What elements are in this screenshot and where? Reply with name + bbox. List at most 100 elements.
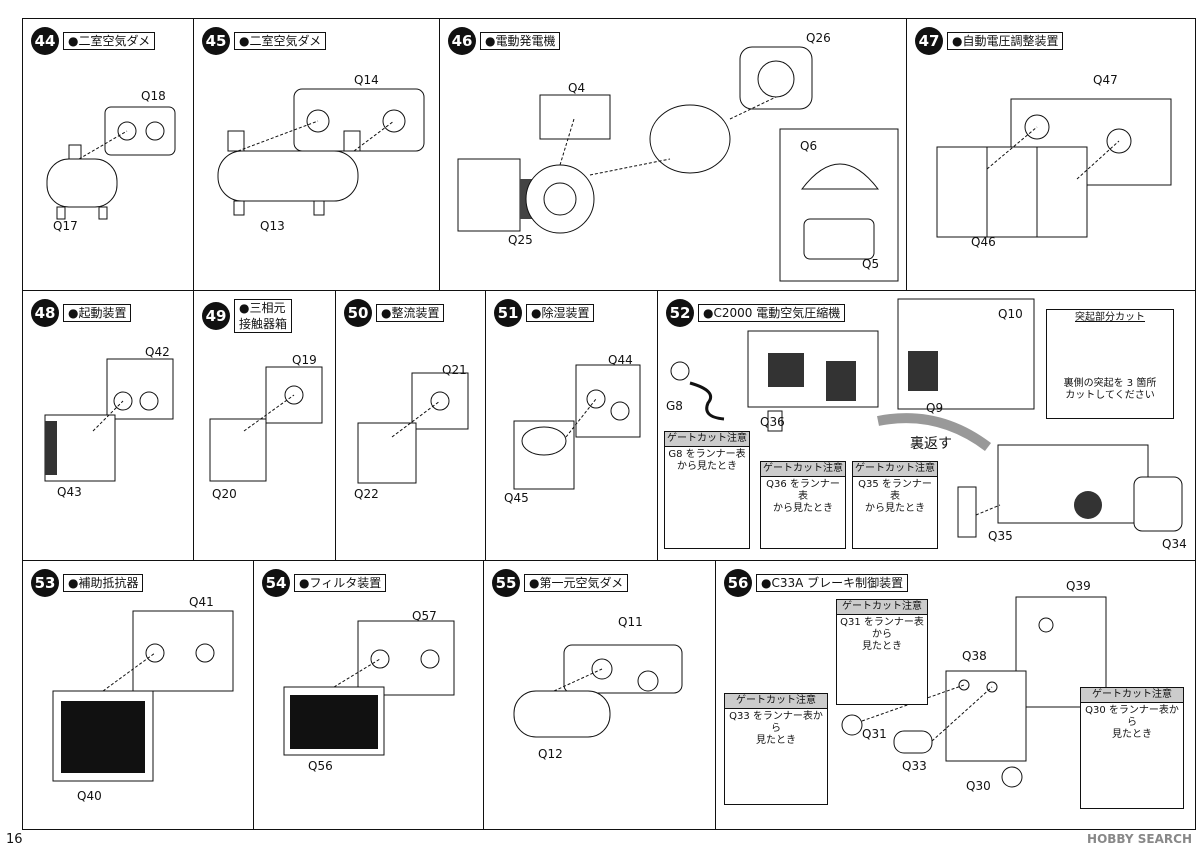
part-label-q12: Q12 [538,747,563,761]
step-title: ●電動発電機 [480,32,561,50]
step-48-panel: 48 ●起動装置 Q42 Q43 [22,290,195,562]
part-label-q26: Q26 [806,31,831,45]
step-number-badge: 44 [31,27,59,55]
part-label-q42: Q42 [145,345,170,359]
part-label-q46: Q46 [971,235,996,249]
step-number-badge: 51 [494,299,522,327]
step-55-header: 55 ●第一元空気ダメ [492,569,629,597]
step-title: ●自動電圧調整装置 [947,32,1064,50]
part-label-q30: Q30 [966,779,991,793]
note-heading: ゲートカット注意 [1081,688,1183,703]
part-label-q21: Q21 [442,363,467,377]
note-heading: ゲートカット注意 [837,600,927,615]
page-number: 16 [6,832,23,847]
step-53-header: 53 ●補助抵抗器 [31,569,144,597]
note-body: G8 をランナー表 から見たとき [668,449,746,472]
cut-note-text: 裏側の突起を 3 箇所 カットしてください [1063,378,1157,401]
step-title: ●二室空気ダメ [63,32,156,50]
part-label-q56: Q56 [308,759,333,773]
part-label-q14: Q14 [354,73,379,87]
part-label-q33: Q33 [902,759,927,773]
step-title: ●整流装置 [376,304,445,322]
note-heading: ゲートカット注意 [725,694,827,709]
part-label-q5: Q5 [862,257,880,271]
step-title: ●二室空気ダメ [234,32,327,50]
step-title: ●第一元空気ダメ [524,574,629,592]
step-number-badge: 49 [202,302,230,330]
part-label-q36: Q36 [760,415,785,429]
dehumidifier-illustration [513,364,641,490]
part-label-q20: Q20 [212,487,237,501]
part-label-q13: Q13 [260,219,285,233]
note-body: Q36 をランナー表 から見たとき [766,479,840,514]
part-label-q4: Q4 [568,81,586,95]
part-label-q38: Q38 [962,649,987,663]
step-title: ●C2000 電動空気圧縮機 [698,304,846,322]
air-tank-illustration [46,106,176,220]
step-number-badge: 46 [448,27,476,55]
step-49-panel: 49 ●三相元 接触器箱 Q19 Q20 [193,290,337,562]
note-body: Q30 をランナー表から 見たとき [1085,705,1179,740]
step-47-header: 47 ●自動電圧調整装置 [915,27,1064,55]
step-number-badge: 55 [492,569,520,597]
filter-illustration [283,620,455,756]
flip-instruction: 裏返す [910,436,952,452]
gate-cut-note-q30: ゲートカット注意 Q30 をランナー表から 見たとき [1080,687,1184,809]
step-54-header: 54 ●フィルタ装置 [262,569,387,597]
gate-cut-note-q36: ゲートカット注意 Q36 をランナー表 から見たとき [760,461,846,549]
step-49-header: 49 ●三相元 接触器箱 [202,299,293,333]
starter-illustration [44,358,174,482]
step-number-badge: 50 [344,299,372,327]
motor-generator-illustration [457,46,899,282]
note-body: Q35 をランナー表 から見たとき [858,479,932,514]
note-body: Q33 をランナー表から 見たとき [729,711,823,746]
step-46-header: 46 ●電動発電機 [448,27,561,55]
cut-protrusion-note: 突起部分カット 裏側の突起を 3 箇所 カットしてください [1046,309,1174,419]
rectifier-illustration [357,372,469,484]
part-label-q35: Q35 [988,529,1013,543]
step-47-panel: 47 ●自動電圧調整装置 Q47 Q46 [906,18,1196,292]
part-label-q47: Q47 [1093,73,1118,87]
part-label-q31: Q31 [862,727,887,741]
step-45-panel: 45 ●二室空気ダメ Q14 Q13 [193,18,441,292]
air-tank-illustration [217,88,425,216]
step-title: ●C33A ブレーキ制御装置 [756,574,909,592]
part-label-q10: Q10 [998,307,1023,321]
part-label-q41: Q41 [189,595,214,609]
part-label-q9: Q9 [926,401,944,415]
part-label-q39: Q39 [1066,579,1091,593]
step-50-header: 50 ●整流装置 [344,299,445,327]
step-title: ●フィルタ装置 [294,574,387,592]
step-52-panel: 52 ●C2000 電動空気圧縮機 Q10 Q9 G8 Q36 Q35 Q34 … [657,290,1196,562]
contactor-box-illustration [209,366,323,482]
part-label-q19: Q19 [292,353,317,367]
compressor-illustration [670,298,1183,538]
step-44-panel: 44 ●二室空気ダメ Q18 Q17 [22,18,195,292]
step-number-badge: 45 [202,27,230,55]
step-number-badge: 56 [724,569,752,597]
step-51-panel: 51 ●除湿装置 Q44 Q45 [485,290,659,562]
part-label-g8: G8 [666,399,683,413]
step-number-badge: 53 [31,569,59,597]
step-56-panel: 56 ●C33A ブレーキ制御装置 Q39 Q38 Q31 Q33 Q30 ゲー… [715,560,1196,830]
step-51-header: 51 ●除湿装置 [494,299,595,327]
step-title: ●補助抵抗器 [63,574,144,592]
part-label-q25: Q25 [508,233,533,247]
gate-cut-note-q35: ゲートカット注意 Q35 をランナー表 から見たとき [852,461,938,549]
watermark: HOBBY SEARCH [1087,832,1192,846]
part-label-q40: Q40 [77,789,102,803]
step-number-badge: 54 [262,569,290,597]
step-56-header: 56 ●C33A ブレーキ制御装置 [724,569,909,597]
part-label-q45: Q45 [504,491,529,505]
voltage-regulator-illustration [936,98,1172,238]
step-45-header: 45 ●二室空気ダメ [202,27,327,55]
step-number-badge: 52 [666,299,694,327]
note-heading: ゲートカット注意 [665,432,749,447]
step-50-panel: 50 ●整流装置 Q21 Q22 [335,290,487,562]
part-label-q6: Q6 [800,139,818,153]
cut-note-title: 突起部分カット [1075,312,1145,323]
note-heading: ゲートカット注意 [853,462,937,477]
step-55-panel: 55 ●第一元空気ダメ Q11 Q12 [483,560,717,830]
step-number-badge: 48 [31,299,59,327]
part-label-q22: Q22 [354,487,379,501]
